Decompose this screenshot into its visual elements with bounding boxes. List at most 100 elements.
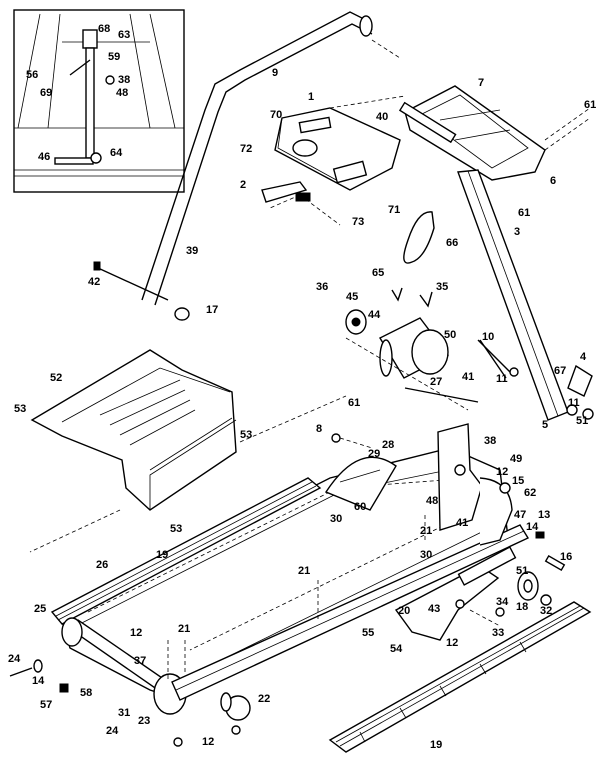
label-48-inset: 48 [116, 87, 128, 99]
label-34: 34 [496, 596, 509, 608]
label-18: 18 [516, 601, 528, 613]
label-73: 73 [352, 216, 364, 228]
label-60: 60 [354, 501, 366, 513]
label-27: 27 [430, 376, 442, 388]
fastener-hardware [9, 261, 594, 747]
label-61-top: 61 [584, 99, 596, 111]
label-19-top: 19 [156, 549, 168, 561]
label-70: 70 [270, 109, 282, 121]
label-12-base: 12 [446, 637, 458, 649]
label-24-bottom: 24 [106, 725, 119, 737]
label-66: 66 [446, 237, 458, 249]
inset-detail-view [13, 9, 185, 193]
label-59: 59 [108, 51, 120, 63]
label-29: 29 [368, 448, 380, 460]
label-62: 62 [524, 487, 536, 499]
label-61-mid: 61 [518, 207, 530, 219]
power-cord [403, 211, 435, 264]
label-11-right: 11 [568, 397, 580, 409]
label-22: 22 [258, 693, 270, 705]
label-31: 31 [118, 707, 130, 719]
left-side-rail [50, 477, 322, 625]
label-33: 33 [492, 627, 504, 639]
label-53-hood: 53 [170, 523, 182, 535]
label-64: 64 [110, 147, 123, 159]
label-28: 28 [382, 439, 394, 451]
callout-labels: 68 63 59 56 38 69 48 46 64 9 7 61 1 70 4… [8, 23, 596, 751]
label-56: 56 [26, 69, 38, 81]
label-40: 40 [376, 111, 388, 123]
label-54: 54 [390, 643, 403, 655]
label-3: 3 [514, 226, 520, 238]
label-30-mid: 30 [420, 549, 432, 561]
label-32: 32 [540, 605, 552, 617]
label-12-top: 12 [496, 466, 508, 478]
label-4: 4 [580, 351, 587, 363]
label-63: 63 [118, 29, 130, 41]
label-53-left: 53 [14, 403, 26, 415]
label-48: 48 [426, 495, 438, 507]
label-53-mid: 53 [240, 429, 252, 441]
motor-hood [30, 349, 237, 511]
label-65: 65 [372, 267, 384, 279]
label-2: 2 [240, 179, 246, 191]
incline-base [394, 546, 517, 641]
label-41-mid: 41 [456, 517, 468, 529]
console-mounting-plate [398, 85, 546, 181]
label-36: 36 [316, 281, 328, 293]
label-69: 69 [40, 87, 52, 99]
handrail-tube [141, 11, 373, 306]
label-13: 13 [538, 509, 550, 521]
label-61-lower: 61 [348, 397, 360, 409]
label-38: 38 [484, 435, 496, 447]
leader-lines [29, 39, 591, 680]
label-10: 10 [482, 331, 494, 343]
label-51-right: 51 [576, 415, 588, 427]
label-15: 15 [512, 475, 524, 487]
label-38-inset: 38 [118, 74, 130, 86]
label-37: 37 [134, 655, 146, 667]
label-26: 26 [96, 559, 108, 571]
label-47: 47 [514, 509, 526, 521]
console-assembly [274, 95, 406, 191]
label-71: 71 [388, 204, 400, 216]
safety-key [261, 181, 341, 226]
label-9: 9 [272, 67, 278, 79]
label-57: 57 [40, 699, 52, 711]
label-46: 46 [38, 151, 50, 163]
label-44: 44 [368, 309, 381, 321]
label-5: 5 [542, 419, 548, 431]
label-11-top: 11 [496, 373, 508, 385]
label-68: 68 [98, 23, 110, 35]
rear-pivot-bracket [437, 423, 513, 546]
label-1: 1 [308, 91, 314, 103]
label-24-left: 24 [8, 653, 21, 665]
incline-arc [324, 456, 397, 511]
rear-wheel [517, 571, 539, 601]
label-8: 8 [316, 423, 322, 435]
front-roller [61, 617, 187, 715]
label-55: 55 [362, 627, 374, 639]
label-52: 52 [50, 372, 62, 384]
label-50: 50 [444, 329, 456, 341]
label-19-bottom: 19 [430, 739, 442, 751]
label-21-bottom: 21 [178, 623, 190, 635]
label-7: 7 [478, 77, 484, 89]
label-30-left: 30 [330, 513, 342, 525]
label-72: 72 [240, 143, 252, 155]
label-21-mid: 21 [420, 525, 432, 537]
label-42: 42 [88, 276, 100, 288]
label-45: 45 [346, 291, 358, 303]
label-21-left: 21 [298, 565, 310, 577]
label-23: 23 [138, 715, 150, 727]
label-14-right: 14 [526, 521, 539, 533]
label-35: 35 [436, 281, 448, 293]
side-channel-rail [171, 524, 530, 701]
label-51-bottom: 51 [516, 565, 528, 577]
label-14-left: 14 [32, 675, 45, 687]
label-6: 6 [550, 175, 556, 187]
label-12-mid: 12 [130, 627, 142, 639]
label-41-top: 41 [462, 371, 474, 383]
upright-post [457, 169, 569, 421]
label-39: 39 [186, 245, 198, 257]
